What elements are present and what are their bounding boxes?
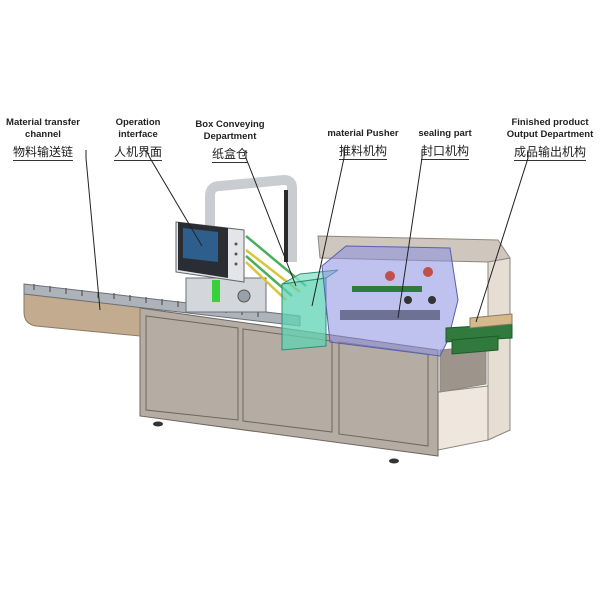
transparent-cover [321, 245, 459, 357]
air-duct [205, 174, 297, 262]
leader-line-sealing-part [397, 150, 423, 319]
leader-line-material-transfer [85, 150, 101, 311]
label-sealing-part: sealing part 封口机构 [418, 128, 472, 160]
leader-line-operation-interface [145, 149, 203, 247]
leader-line-material-pusher [311, 150, 345, 307]
drive-mechanism [185, 277, 267, 313]
label-finished-product-output: Finished product Output Department 成品输出机… [506, 117, 594, 161]
leader-line-finished-output [475, 150, 529, 323]
pusher-mechanism [340, 267, 440, 320]
label-material-transfer-channel: Material transfer channel 物料输送链 [6, 117, 80, 161]
leader-line-box-conveying [245, 150, 297, 287]
leveling-foot [389, 458, 399, 464]
label-box-conveying-department: Box Conveying Department 纸盒仓 [195, 119, 265, 163]
leveling-foot [153, 421, 163, 427]
box-magazine [281, 277, 327, 351]
label-material-pusher: material Pusher 推料机构 [327, 128, 399, 160]
label-operation-interface: Operation interface 人机界面 [113, 117, 162, 161]
hmi-screen [183, 228, 218, 262]
